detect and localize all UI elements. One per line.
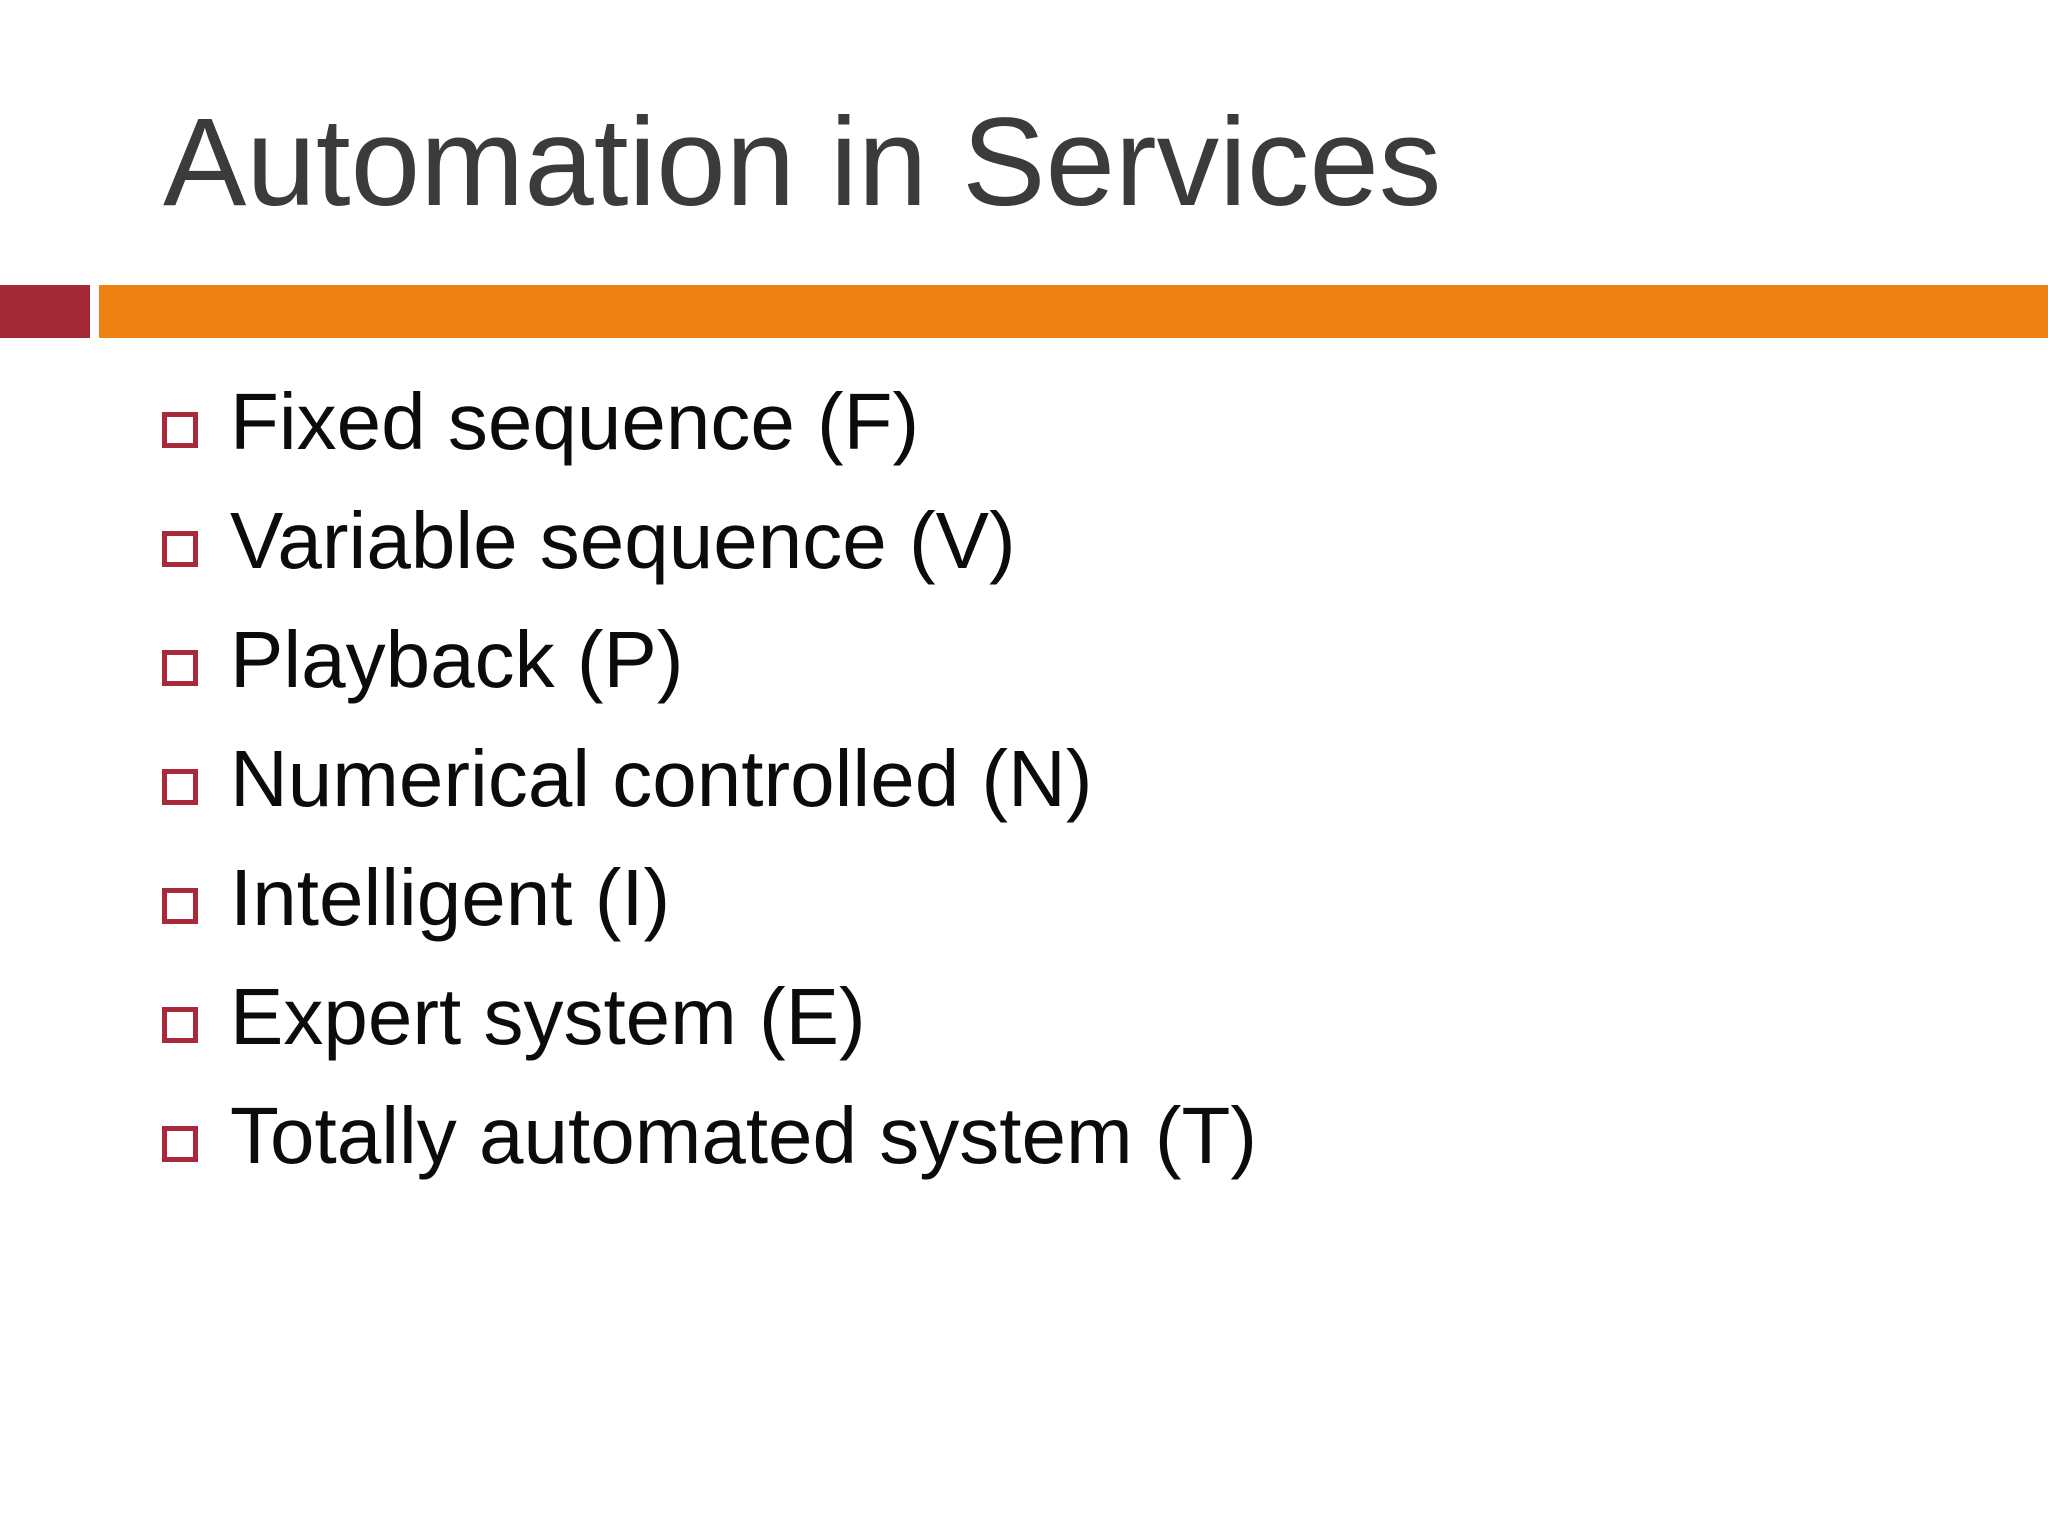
list-item-label: Playback (P): [230, 615, 684, 704]
list-item-label: Expert system (E): [230, 972, 866, 1061]
hollow-square-bullet-icon: [162, 650, 198, 686]
accent-band-orange: [99, 285, 2048, 338]
list-item: Playback (P): [162, 608, 1257, 727]
list-item-label: Totally automated system (T): [230, 1091, 1257, 1180]
slide-title: Automation in Services: [163, 93, 1442, 232]
list-item-label: Variable sequence (V): [230, 496, 1016, 585]
list-item: Variable sequence (V): [162, 489, 1257, 608]
list-item-label: Numerical controlled (N): [230, 734, 1093, 823]
list-item-label: Fixed sequence (F): [230, 377, 920, 466]
hollow-square-bullet-icon: [162, 531, 198, 567]
list-item: Numerical controlled (N): [162, 727, 1257, 846]
hollow-square-bullet-icon: [162, 888, 198, 924]
hollow-square-bullet-icon: [162, 769, 198, 805]
list-item: Fixed sequence (F): [162, 370, 1257, 489]
list-item: Expert system (E): [162, 965, 1257, 1084]
accent-block-maroon: [0, 285, 90, 338]
hollow-square-bullet-icon: [162, 1126, 198, 1162]
hollow-square-bullet-icon: [162, 412, 198, 448]
list-item: Totally automated system (T): [162, 1084, 1257, 1203]
list-item: Intelligent (I): [162, 846, 1257, 965]
list-item-label: Intelligent (I): [230, 853, 671, 942]
bullet-list: Fixed sequence (F) Variable sequence (V)…: [162, 370, 1257, 1203]
hollow-square-bullet-icon: [162, 1007, 198, 1043]
